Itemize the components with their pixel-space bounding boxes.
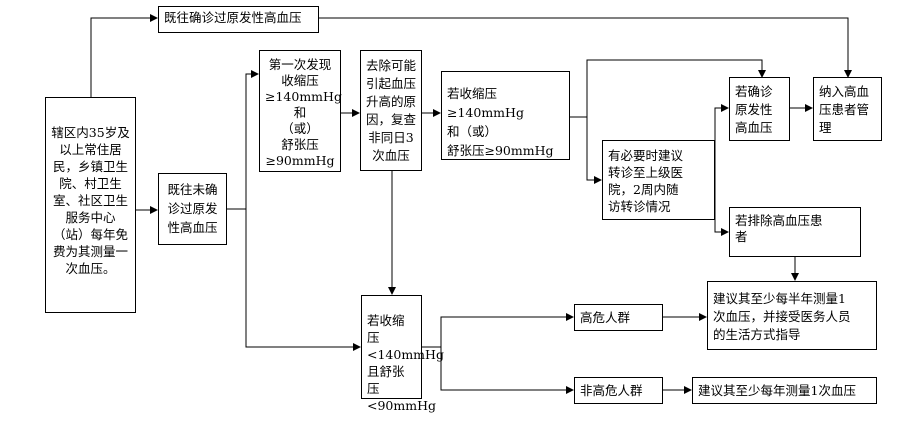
residents-box: 辖区内35岁及 以上常住居 民，乡镇卫生 院、村卫生 室、社区卫生 服务中心 （… xyxy=(45,97,136,313)
arrow-if-high-to-referral xyxy=(586,117,602,184)
if-excluded-box: 若排除高血压患 者 xyxy=(729,207,861,257)
arrow-normal-to-non-high-risk xyxy=(440,347,574,394)
arrow-referral-to-confirmed xyxy=(714,104,729,180)
referral-box: 有必要时建议 转诊至上级医 院，2周内随 访转诊情况 xyxy=(602,140,715,220)
arrow-referral-to-excluded xyxy=(714,180,729,236)
arrow-residents-to-prev-diagnosed xyxy=(90,14,158,97)
recheck-box: 去除可能 引起血压 升高的原 因，复查 非同日3 次血压 xyxy=(360,50,422,171)
yearly-advice-box: 建议其至少每年测量1次血压 xyxy=(692,377,877,404)
arrow-prev-diagnosed-to-manage xyxy=(319,17,852,78)
high-risk-box: 高危人群 xyxy=(574,304,663,331)
half-year-advice-box: 建议其至少每半年测量1 次血压，并接受医务人员 的生活方式指导 xyxy=(707,281,877,350)
not-diagnosed-box: 既往未确 诊过原发 性高血压 xyxy=(158,173,227,245)
arrow-not-diagnosed-to-first-found xyxy=(227,70,259,210)
arrow-normal-to-high-risk xyxy=(422,313,574,348)
prev-diagnosed-box: 既往确诊过原发性高血压 xyxy=(158,6,319,33)
manage-box: 纳入高血 压患者管 理 xyxy=(813,77,882,141)
arrow-not-diagnosed-to-normal xyxy=(245,209,361,351)
if-high-box: 若收缩压≥140mmHg 和（或） 舒张压≥90mmHg xyxy=(441,71,570,160)
if-normal-box: 若收缩压 <140mmHg 且舒张压 <90mmHg xyxy=(361,295,444,413)
first-found-box: 第一次发现 收缩压 ≥140mmHg和 （或） 舒张压 ≥90mmHg xyxy=(259,50,342,172)
non-high-risk-box: 非高危人群 xyxy=(574,377,663,404)
if-confirmed-box: 若确诊 原发性 高血压 xyxy=(729,77,790,141)
arrow-if-high-to-confirmed xyxy=(570,59,766,118)
